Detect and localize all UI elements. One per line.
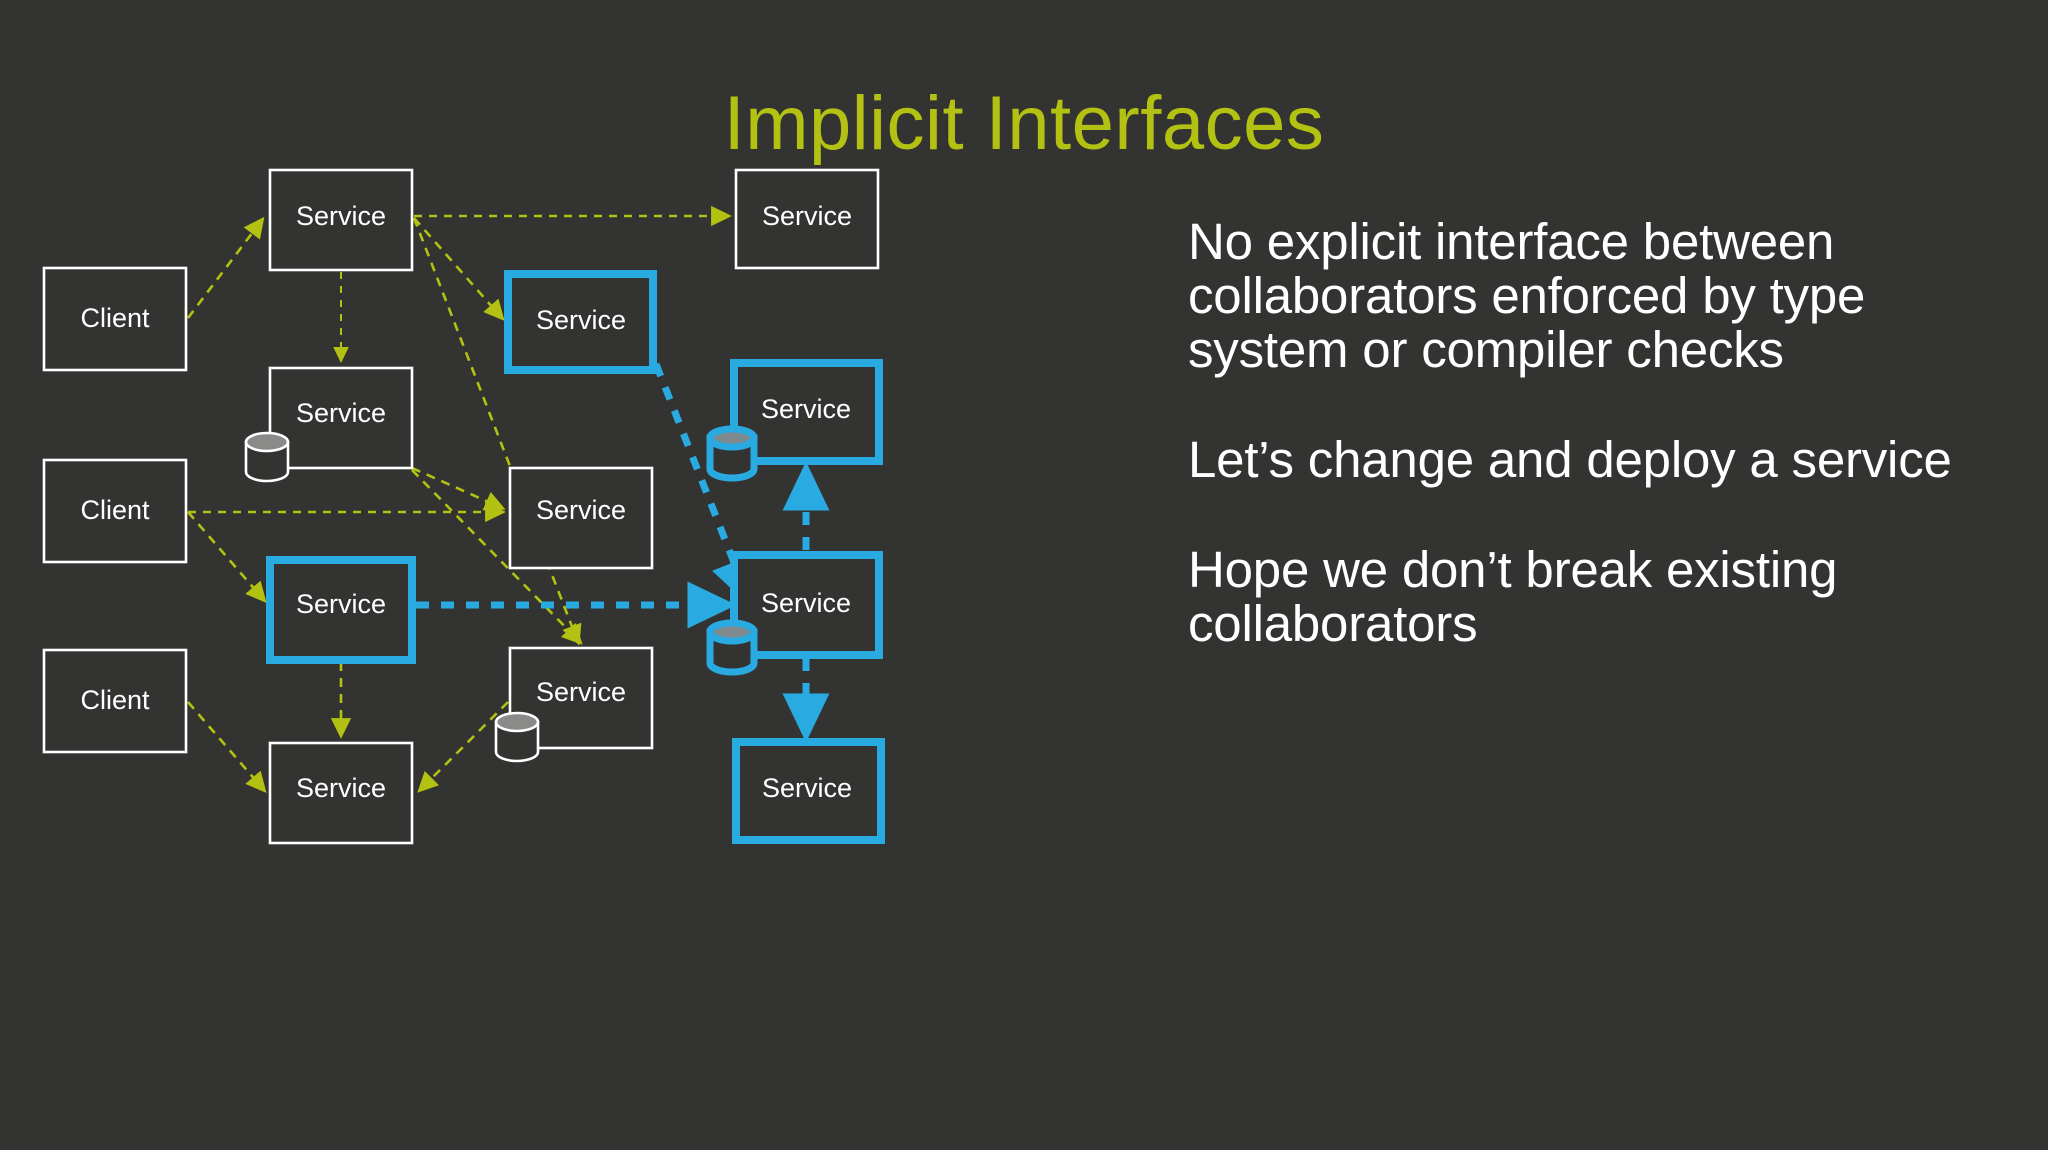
edge-service2-service6 (411, 466, 506, 511)
edge-client1-service1 (186, 216, 265, 319)
node-service-1[interactable]: Service (268, 168, 414, 272)
node-client-2[interactable]: Client (42, 458, 188, 564)
node-service-5[interactable]: Service (706, 359, 883, 482)
edge-client2-service7 (187, 511, 267, 603)
node-label: Service (296, 589, 386, 619)
node-client-3[interactable]: Client (42, 648, 188, 754)
node-label: Service (536, 305, 626, 335)
node-label: Service (762, 773, 852, 803)
node-service-4[interactable]: Service (734, 168, 880, 270)
node-service-7[interactable]: Service (266, 556, 416, 664)
node-label: Service (296, 398, 386, 428)
node-label: Client (80, 495, 150, 525)
node-label: Service (296, 773, 386, 803)
database-icon (494, 711, 540, 763)
node-label: Service (762, 201, 852, 231)
node-label: Service (536, 677, 626, 707)
node-service-3[interactable]: Service (504, 270, 657, 374)
node-label: Service (296, 201, 386, 231)
node-client-1[interactable]: Client (42, 266, 188, 372)
edge-service9-service10 (417, 701, 509, 793)
database-icon (706, 425, 758, 482)
node-label: Service (761, 394, 851, 424)
node-service-6[interactable]: Service (508, 466, 654, 570)
node-label: Service (761, 588, 851, 618)
node-service-2[interactable]: Service (244, 366, 414, 483)
node-service-9[interactable]: Service (494, 646, 654, 763)
node-service-11[interactable]: Service (732, 738, 885, 844)
page-title: Implicit Interfaces (723, 81, 1325, 166)
node-service-10[interactable]: Service (268, 741, 414, 845)
node-label: Client (80, 303, 150, 333)
bullet-item-3: Hope we don’t break existing collaborato… (1188, 541, 1838, 653)
architecture-diagram: Client Client Client Service Service (0, 150, 1180, 1150)
edge-layer-green (186, 205, 732, 793)
node-label: Client (80, 685, 150, 715)
edge-service1-service9 (412, 217, 582, 646)
bullet-list: No explicit interface between collaborat… (1188, 213, 2038, 653)
edge-service1-service3 (413, 217, 505, 321)
database-icon (706, 619, 758, 676)
bullet-item-2: Let’s change and deploy a service (1188, 431, 1952, 489)
edge-service2-service9 (411, 469, 583, 645)
edge-client3-service10 (187, 701, 267, 793)
database-icon (244, 431, 290, 483)
node-label: Service (536, 495, 626, 525)
bullet-item-1: No explicit interface between collaborat… (1188, 213, 1866, 379)
node-service-8[interactable]: Service (706, 551, 883, 676)
